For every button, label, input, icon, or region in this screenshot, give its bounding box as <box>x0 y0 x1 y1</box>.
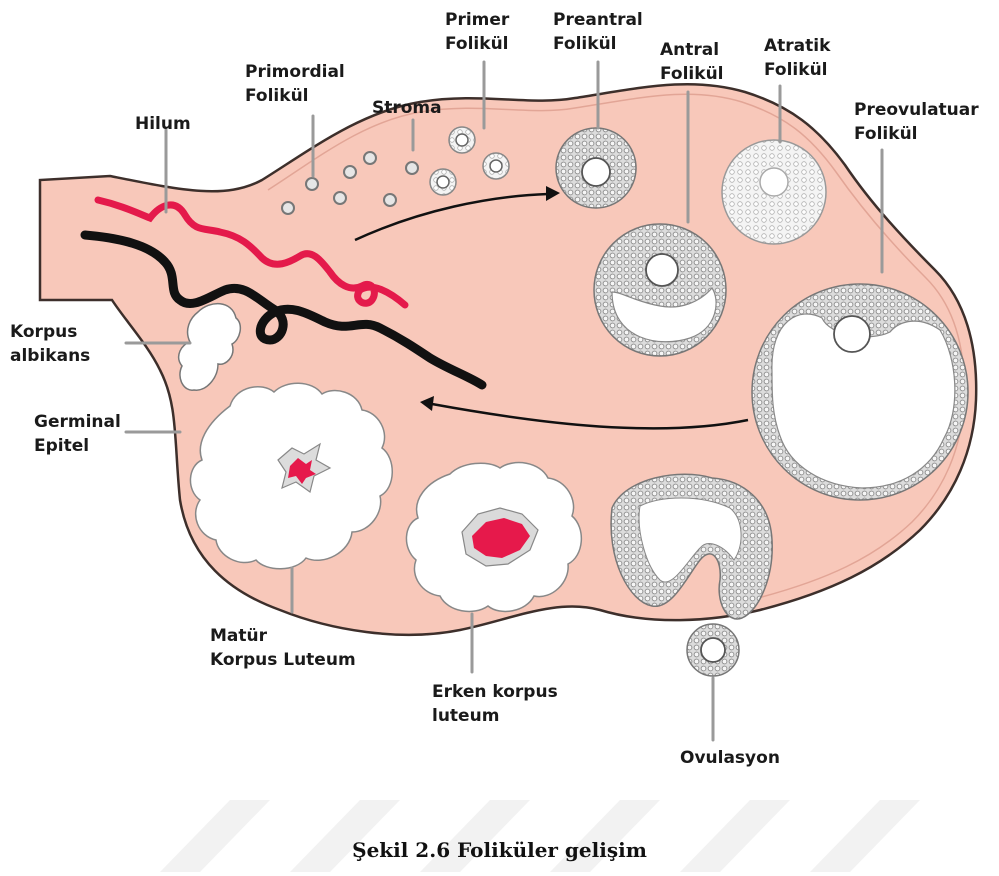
ovulated-oocyte <box>687 624 739 676</box>
label-ovulasyon: Ovulasyon <box>680 746 780 770</box>
label-stroma: Stroma <box>372 96 442 120</box>
label-hilum: Hilum <box>135 112 191 136</box>
preantral-follicle <box>556 128 636 208</box>
figure-caption: Şekil 2.6 Foliküler gelişim <box>0 838 999 862</box>
antral-follicle <box>594 224 726 356</box>
atratik-follicle <box>722 140 826 244</box>
preovulatory-follicle <box>752 284 968 500</box>
early-corpus-luteum <box>406 463 581 612</box>
